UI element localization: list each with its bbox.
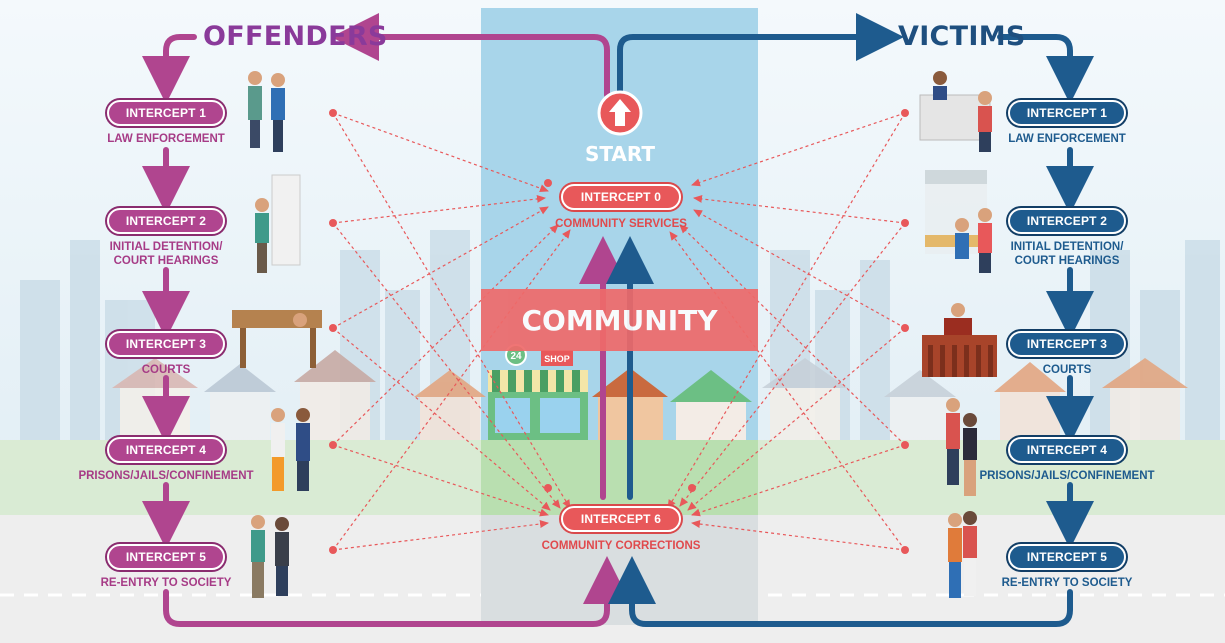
intercept-0-pill: INTERCEPT 0: [561, 184, 681, 210]
offenders-heading: OFFENDERS: [203, 21, 388, 52]
shop-number: 24: [510, 351, 522, 362]
offender-intercept-2-label: INITIAL DETENTION/ COURT HEARINGS: [109, 241, 223, 267]
victim-intercept-5-label: RE-ENTRY TO SOCIETY: [1001, 577, 1133, 589]
center-houses: [592, 368, 752, 440]
offender-intercept-2-pill: INTERCEPT 2: [107, 208, 225, 234]
victim-intercept-4-pill: INTERCEPT 4: [1008, 437, 1126, 463]
offender-flow: [142, 13, 631, 627]
victim-intercept-2-pill: INTERCEPT 2: [1008, 208, 1126, 234]
police-desk-icon: [919, 71, 992, 152]
offender-intercept-1-label: LAW ENFORCEMENT: [107, 133, 225, 145]
victim-intercept-2-label: INITIAL DETENTION/ COURT HEARINGS: [1010, 241, 1124, 267]
arrest-figures-icon: [248, 71, 285, 152]
victim-intercept-5-pill: INTERCEPT 5: [1008, 544, 1126, 570]
detention-figure-icon: [255, 174, 301, 273]
victim-intercept-3-label: COURTS: [1042, 364, 1092, 376]
houses-left: [112, 350, 486, 440]
shop-building: [488, 344, 588, 440]
start-label: START: [584, 142, 656, 166]
couple-figures-icon: [946, 398, 977, 496]
intercept-6-pill: INTERCEPT 6: [561, 506, 681, 532]
offender-figures: [232, 71, 322, 598]
offender-intercept-5-label: RE-ENTRY TO SOCIETY: [100, 577, 232, 589]
hugging-figures-icon: [948, 511, 977, 598]
connector-dots: [329, 109, 909, 554]
judge-bench-icon: [922, 303, 997, 377]
victim-intercept-3-pill: INTERCEPT 3: [1008, 331, 1126, 357]
courtroom-table-icon: [232, 310, 322, 368]
victim-intercept-1-pill: INTERCEPT 1: [1008, 100, 1126, 126]
reentry-figures-icon: [251, 515, 289, 598]
victim-flow: [606, 13, 1094, 627]
victim-figures: [919, 71, 997, 598]
community-banner: COMMUNITY: [481, 289, 758, 351]
community-label: COMMUNITY: [521, 303, 718, 337]
offender-intercept-3-pill: INTERCEPT 3: [107, 331, 225, 357]
offender-intercept-4-pill: INTERCEPT 4: [107, 437, 225, 463]
offender-intercept-1-pill: INTERCEPT 1: [107, 100, 225, 126]
dotted-connectors: [332, 112, 906, 551]
houses-right: [762, 358, 1188, 440]
officer-escort-icon: [271, 408, 310, 491]
victim-intercept-1-label: LAW ENFORCEMENT: [1008, 133, 1126, 145]
intercept-6-label: COMMUNITY CORRECTIONS: [541, 540, 701, 552]
victim-intercept-4-label: PRISONS/JAILS/CONFINEMENT: [979, 470, 1155, 482]
offender-intercept-4-label: PRISONS/JAILS/CONFINEMENT: [78, 470, 254, 482]
offender-intercept-5-pill: INTERCEPT 5: [107, 544, 225, 570]
offender-intercept-3-label: COURTS: [141, 364, 191, 376]
start-up-arrow-icon: [597, 90, 643, 136]
victims-heading: VICTIMS: [898, 21, 1026, 52]
intercept-0-label: COMMUNITY SERVICES: [555, 218, 687, 230]
visitation-window-icon: [925, 170, 992, 273]
shop-sign: SHOP: [544, 354, 570, 364]
